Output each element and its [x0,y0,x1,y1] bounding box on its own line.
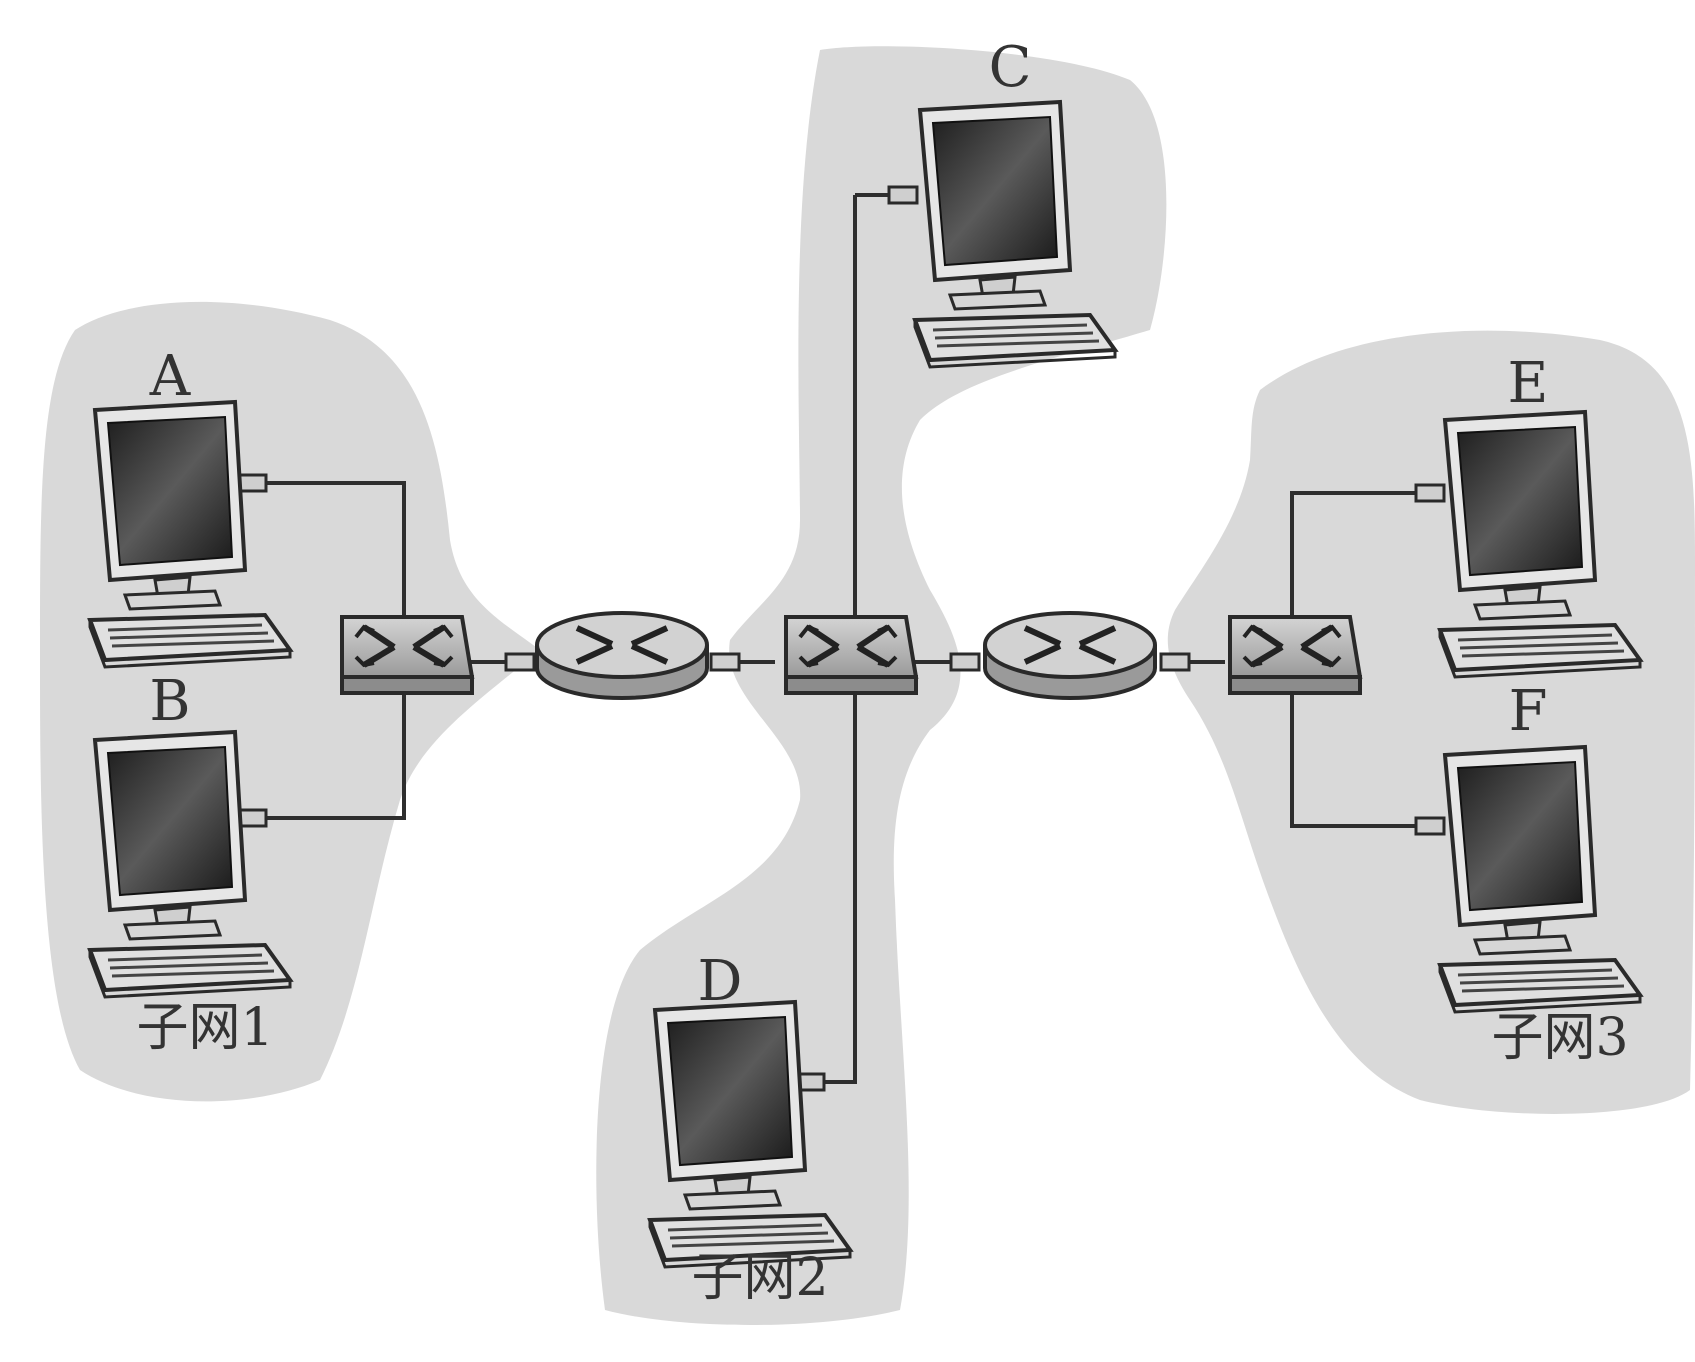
host-label-b: B [149,669,190,734]
host-label-f: F [1509,679,1548,744]
switch-subnet3 [1230,617,1360,693]
router-1-2 [537,613,707,698]
switch-subnet2 [786,617,916,693]
subnet-label-3: 子网3 [1491,1008,1628,1068]
host-label-e: E [1508,351,1549,416]
subnet-label-1: 子网1 [136,998,273,1058]
host-label-d: D [698,949,743,1014]
switch-subnet1 [342,617,472,693]
router-2-3 [985,613,1155,698]
host-label-c: C [989,35,1032,100]
host-label-a: A [149,344,191,409]
subnet-label-2: 子网2 [691,1248,828,1308]
